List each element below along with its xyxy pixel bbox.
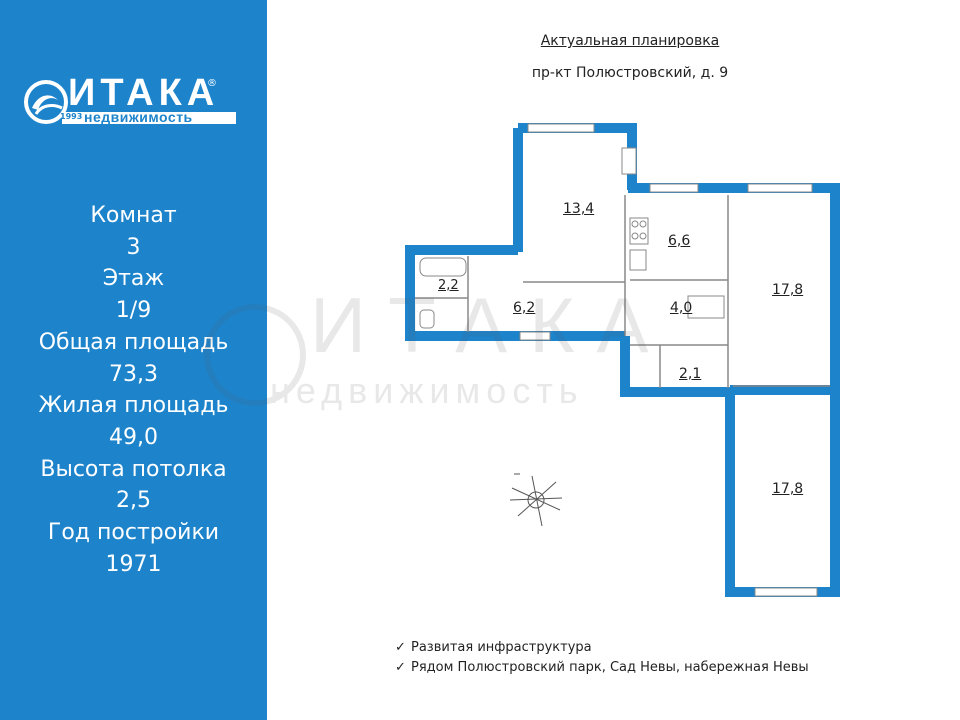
logo-subtitle-bar (62, 112, 236, 124)
stat-value-living-area: 49,0 (109, 424, 158, 450)
feature-text: Развитая инфраструктура (411, 640, 592, 655)
room-area-label: 6,6 (668, 233, 691, 249)
stat-value-rooms: 3 (126, 234, 141, 260)
stat-label-year: Год постройки (47, 520, 220, 546)
sink-icon (629, 249, 647, 271)
room-area-label: 6,2 (513, 300, 536, 316)
list-item: ✓ Развитая инфраструктура (395, 638, 809, 658)
stat-label-living-area: Жилая площадь (38, 393, 229, 419)
stat-label-ceiling: Высота потолка (40, 456, 227, 482)
plan-address: пр-кт Полюстровский, д. 9 (531, 65, 729, 81)
info-sidebar: ИТАКА ® 1993 недвижимость Комнат 3 Этаж … (0, 0, 267, 720)
windows (519, 123, 818, 597)
burner-icon (631, 220, 639, 228)
stat-value-ceiling: 2,5 (116, 488, 151, 514)
room-area-label: 17,8 (772, 481, 804, 497)
burner-icon (639, 220, 647, 228)
company-logo: ИТАКА ® 1993 недвижимость (24, 72, 244, 134)
logo-registered-mark: ® (207, 78, 217, 89)
outer-walls (405, 123, 840, 597)
feature-text: Рядом Полюстровский парк, Сад Невы, набе… (411, 660, 809, 675)
room-area-label: 2,2 (438, 278, 459, 293)
check-icon: ✓ (395, 660, 406, 675)
logo-wave-icon (24, 80, 68, 124)
stat-label-floor: Этаж (102, 266, 165, 292)
stat-value-total-area: 73,3 (109, 361, 158, 387)
inner-walls (415, 195, 830, 388)
stat-label-total-area: Общая площадь (38, 329, 229, 355)
cabinet-icon (687, 295, 725, 319)
check-icon: ✓ (395, 640, 406, 655)
features-list: ✓ Развитая инфраструктура ✓ Рядом Полюстро… (395, 638, 809, 678)
room-area-label: 4,0 (670, 300, 693, 316)
room-area-label: 17,8 (772, 282, 804, 298)
bathtub-icon (419, 257, 467, 277)
stove-icon (629, 217, 649, 245)
stat-value-year: 1971 (105, 551, 162, 577)
logo-subtitle: недвижимость (84, 109, 193, 125)
room-area-label: 13,4 (563, 201, 595, 217)
plan-title: Актуальная планировка (540, 33, 720, 49)
logo-name: ИТАКА (68, 72, 220, 114)
list-item: ✓ Рядом Полюстровский парк, Сад Невы, наб… (395, 658, 809, 678)
stat-label-rooms: Комнат (90, 203, 177, 228)
apartment-stats: Комнат 3 Этаж 1/9 Общая площадь 73,3 Жил… (0, 200, 267, 580)
burner-icon (639, 232, 647, 240)
room-area-label: 2,1 (679, 366, 702, 382)
compass-icon (509, 473, 563, 527)
stat-value-floor: 1/9 (115, 298, 152, 324)
fixtures (419, 217, 725, 329)
logo-year: 1993 (60, 112, 83, 121)
toilet-icon (419, 309, 435, 329)
burner-icon (631, 232, 639, 240)
